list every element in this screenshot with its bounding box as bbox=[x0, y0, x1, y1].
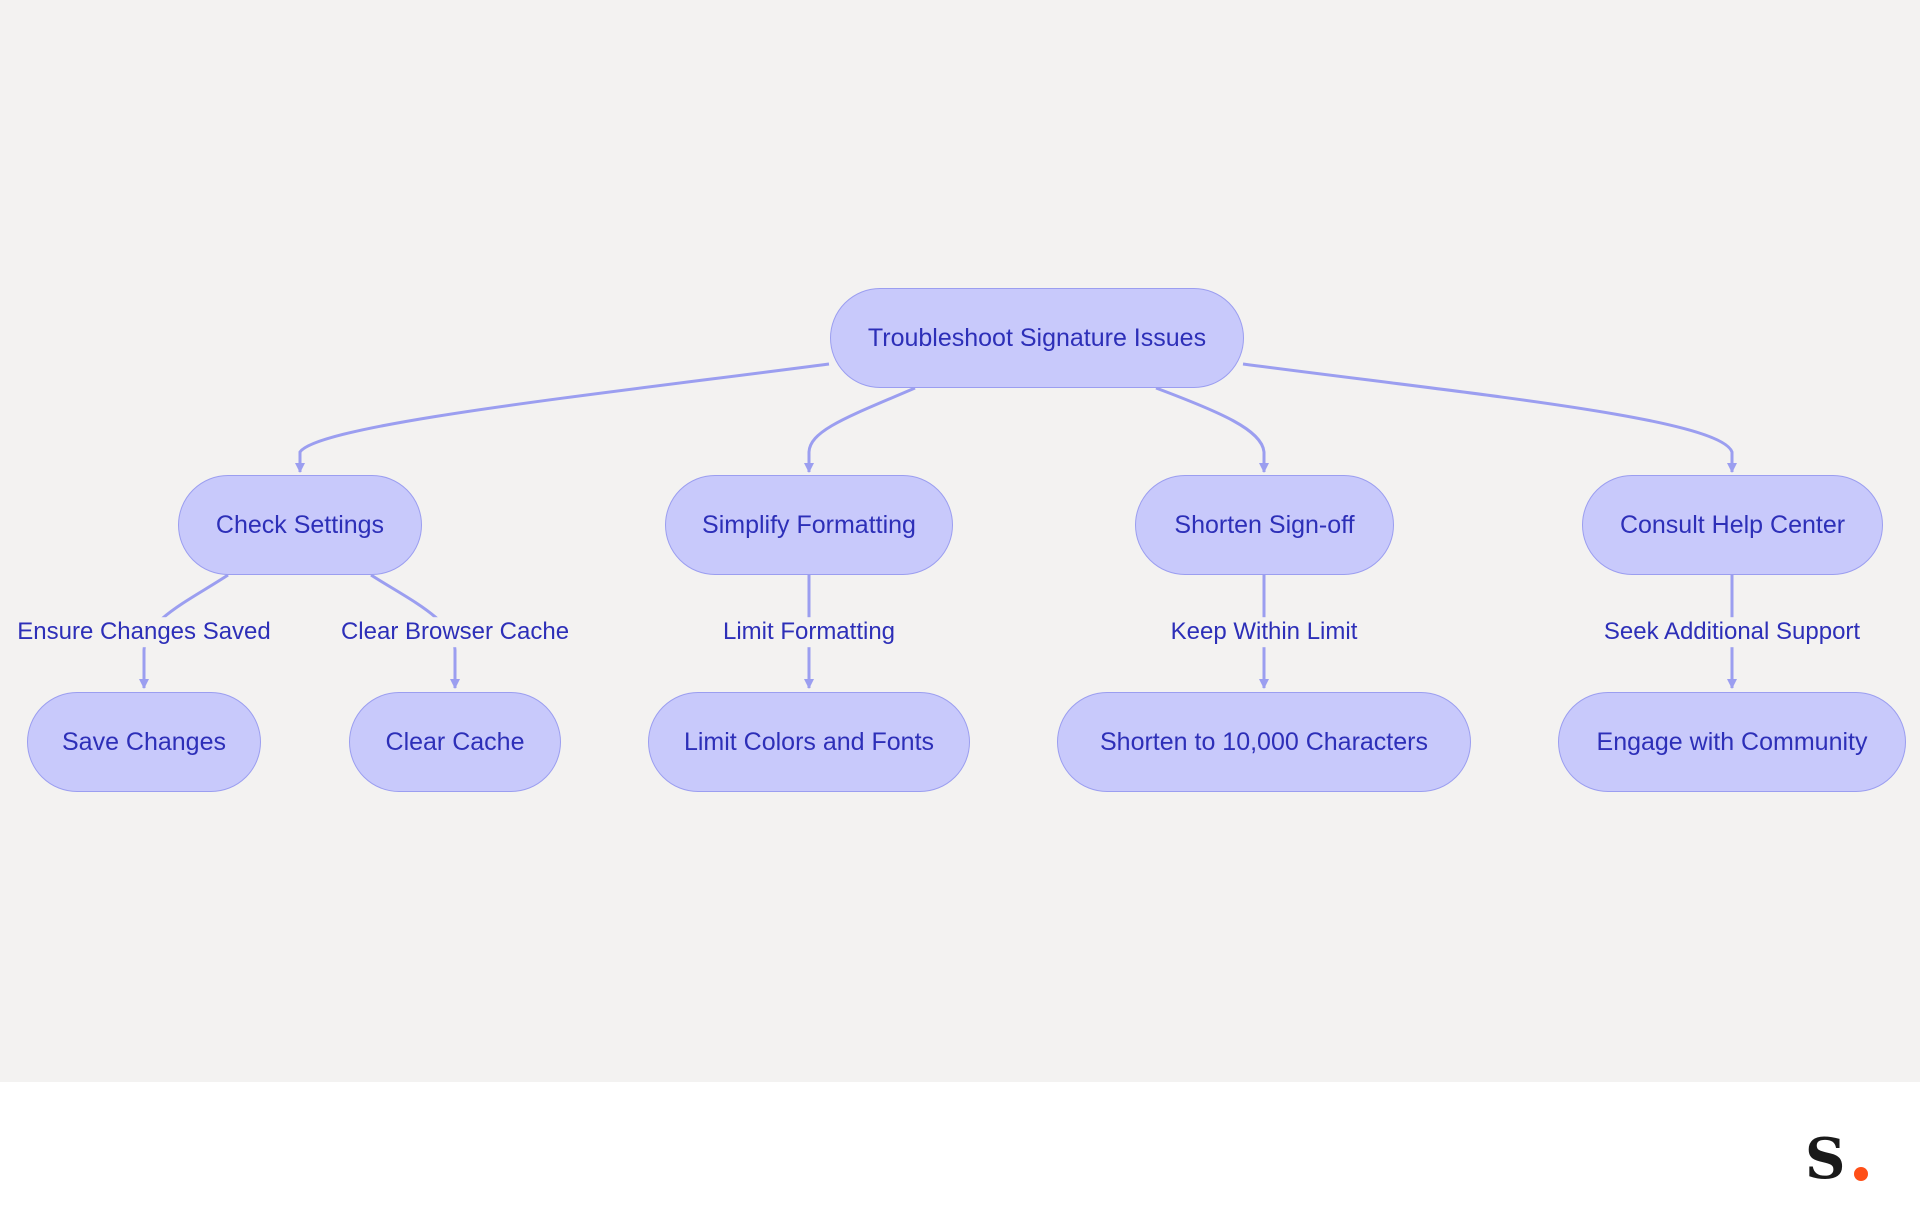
node-limit-colors-fonts[interactable]: Limit Colors and Fonts bbox=[648, 692, 970, 792]
node-clear-cache[interactable]: Clear Cache bbox=[349, 692, 561, 792]
edge-label-ensure-changes-saved: Ensure Changes Saved bbox=[15, 617, 273, 647]
node-root[interactable]: Troubleshoot Signature Issues bbox=[830, 288, 1244, 388]
node-consult-help-center[interactable]: Consult Help Center bbox=[1582, 475, 1883, 575]
node-engage-community[interactable]: Engage with Community bbox=[1558, 692, 1906, 792]
footer-bar bbox=[0, 1082, 1920, 1215]
node-shorten-10000[interactable]: Shorten to 10,000 Characters bbox=[1057, 692, 1471, 792]
diagram-edges bbox=[139, 362, 1737, 689]
edge-root-check-settings bbox=[295, 362, 830, 473]
brand-logo-letter: S bbox=[1805, 1128, 1845, 1188]
edge-root-shorten-signoff bbox=[1155, 386, 1269, 473]
edge-label-keep-within-limit: Keep Within Limit bbox=[1168, 617, 1360, 647]
edge-label-clear-browser-cache: Clear Browser Cache bbox=[338, 617, 572, 647]
node-shorten-signoff[interactable]: Shorten Sign-off bbox=[1135, 475, 1394, 575]
brand-logo-dot bbox=[1854, 1167, 1868, 1181]
edge-label-limit-formatting: Limit Formatting bbox=[720, 617, 898, 647]
node-save-changes[interactable]: Save Changes bbox=[27, 692, 261, 792]
edge-root-consult-help bbox=[1242, 362, 1737, 473]
brand-logo-icon: S bbox=[1805, 1128, 1868, 1188]
diagram-canvas: Troubleshoot Signature Issues Check Sett… bbox=[0, 0, 1920, 1082]
edge-label-seek-additional-support: Seek Additional Support bbox=[1601, 617, 1863, 647]
node-simplify-formatting[interactable]: Simplify Formatting bbox=[665, 475, 953, 575]
node-check-settings[interactable]: Check Settings bbox=[178, 475, 422, 575]
edge-root-simplify-formatting bbox=[804, 386, 916, 473]
